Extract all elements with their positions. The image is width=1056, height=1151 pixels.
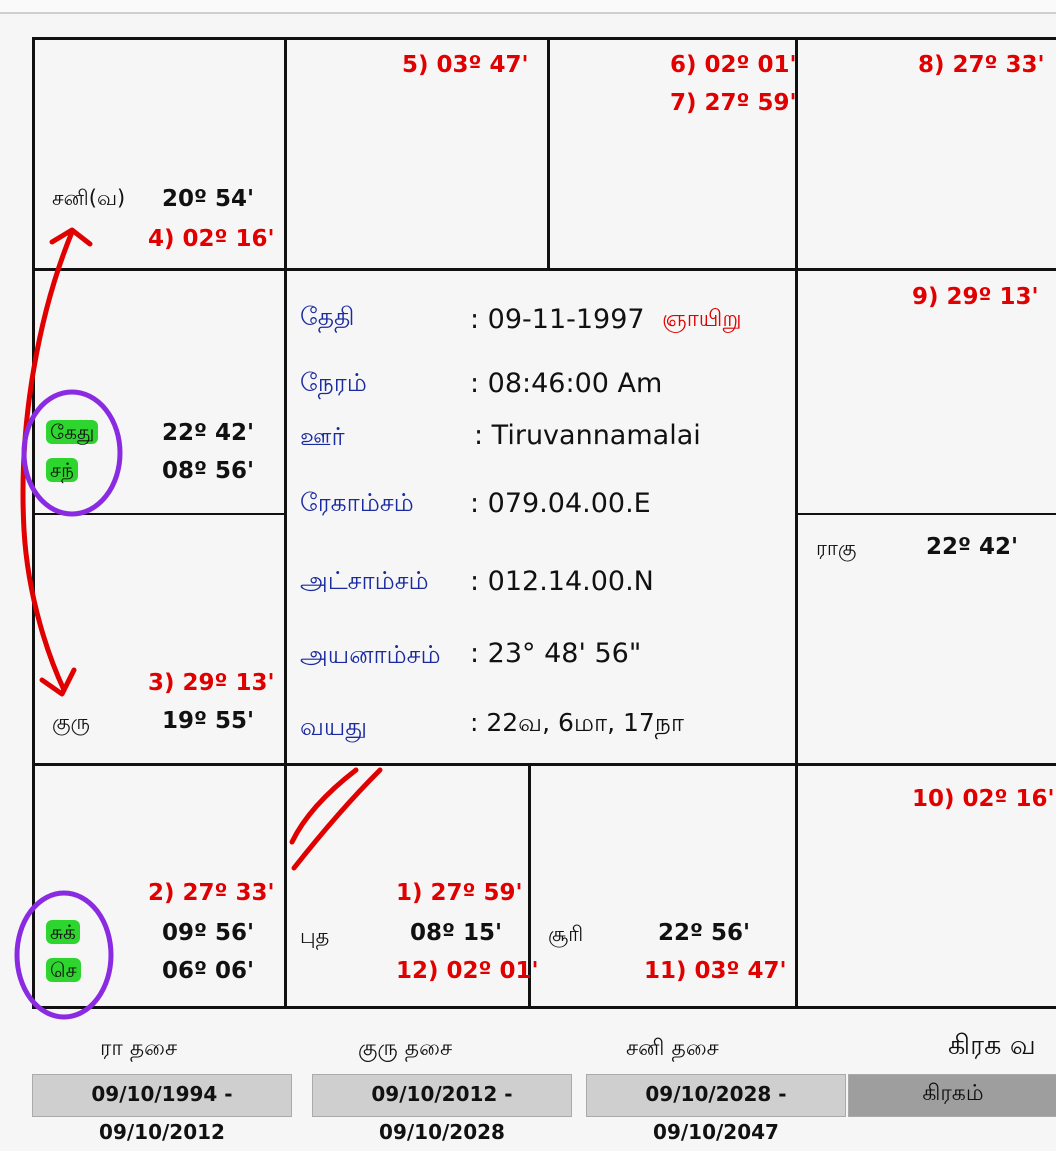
cusp-7: 7) 27º 59' xyxy=(670,90,797,116)
planet-raagu: ராகு xyxy=(816,536,857,560)
degree-raagu: 22º 42' xyxy=(926,534,1019,560)
cusp-2: 2) 27º 33' xyxy=(148,880,275,906)
red-slash-marks xyxy=(289,767,383,871)
top-bar xyxy=(0,0,1056,14)
planet-sevvai: செ xyxy=(46,958,81,985)
degree-sukra: 09º 56' xyxy=(162,920,255,946)
planet-chandra: சந் xyxy=(46,458,78,485)
age-label: வயது xyxy=(300,712,368,741)
ayanamsa-value: : 23° 48' 56" xyxy=(470,638,642,669)
cusp-12: 12) 02º 01' xyxy=(396,958,539,984)
purple-circle-bottom xyxy=(14,890,114,1020)
longitude-label: ரேகாம்சம் xyxy=(300,488,414,517)
cusp-4: 4) 02º 16' xyxy=(148,226,275,252)
planet-guru: குரு xyxy=(52,710,91,734)
cusp-11: 11) 03º 47' xyxy=(644,958,787,984)
longitude-value: : 079.04.00.E xyxy=(470,488,651,519)
cusp-5: 5) 03º 47' xyxy=(402,52,529,78)
dasa-title-3: சனி தசை xyxy=(626,1036,719,1061)
annotation-overlay xyxy=(14,227,383,1020)
planet-budha: புத xyxy=(300,924,330,948)
graha-title: கிரக வ xyxy=(948,1030,1036,1061)
dasa-title-1: ரா தசை xyxy=(100,1036,178,1061)
dasa-range-2[interactable]: 09/10/2012 - 09/10/2028 xyxy=(312,1074,572,1144)
degree-sani: 20º 54' xyxy=(162,186,255,212)
cusp-8: 8) 27º 33' xyxy=(918,52,1045,78)
degree-kethu: 22º 42' xyxy=(162,420,255,446)
cusp-1: 1) 27º 59' xyxy=(396,880,523,906)
date-value: : 09-11-1997 xyxy=(470,304,645,335)
red-double-arrow xyxy=(20,227,93,697)
cusp-9: 9) 29º 13' xyxy=(912,284,1039,310)
time-label: நேரம் xyxy=(300,368,367,397)
degree-sevvai: 06º 06' xyxy=(162,958,255,984)
planet-suriya: சூரி xyxy=(548,922,584,946)
degree-suriya: 22º 56' xyxy=(658,920,751,946)
day-value: ஞாயிறு xyxy=(662,306,742,332)
latitude-value: : 012.14.00.N xyxy=(470,566,654,597)
dasa-range-3[interactable]: 09/10/2028 - 09/10/2047 xyxy=(586,1074,846,1144)
purple-circle-top xyxy=(21,389,123,517)
cusp-3: 3) 29º 13' xyxy=(148,670,275,696)
cusp-6: 6) 02º 01' xyxy=(670,52,797,78)
dasa-title-2: குரு தசை xyxy=(358,1036,453,1061)
dasa-range-1[interactable]: 09/10/1994 - 09/10/2012 xyxy=(32,1074,292,1144)
planet-sukra: சுக் xyxy=(46,920,80,947)
degree-chandra: 08º 56' xyxy=(162,458,255,484)
graha-header: கிரகம் xyxy=(848,1074,1056,1117)
age-value: : 22வ, 6மா, 17நா xyxy=(470,708,684,737)
planet-kethu: கேது xyxy=(46,420,99,447)
place-label: ஊர் xyxy=(300,422,345,451)
cusp-10: 10) 02º 16' xyxy=(912,786,1055,812)
date-label: தேதி xyxy=(300,302,355,331)
degree-budha: 08º 15' xyxy=(410,920,503,946)
planet-sani: சனி(வ) xyxy=(52,186,126,210)
degree-guru: 19º 55' xyxy=(162,708,255,734)
place-value: : Tiruvannamalai xyxy=(474,420,701,451)
ayanamsa-label: அயனாம்சம் xyxy=(300,640,441,669)
latitude-label: அட்சாம்சம் xyxy=(300,566,429,595)
time-value: : 08:46:00 Am xyxy=(470,368,663,399)
